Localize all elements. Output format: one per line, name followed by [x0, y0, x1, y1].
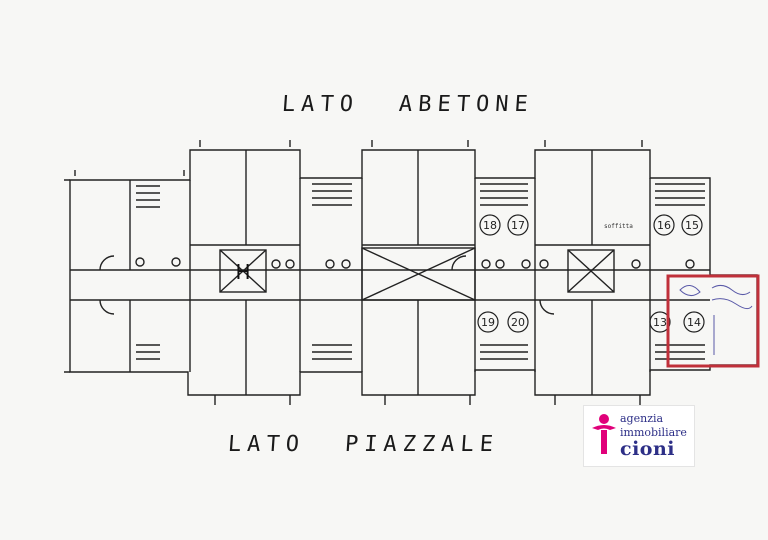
logo-line3: cioni: [620, 438, 675, 460]
unit-label: 17: [511, 219, 525, 232]
label-lato-piazzale: LATO PIAZZALE: [227, 432, 500, 457]
unit-label: 19: [481, 316, 495, 329]
logo-line1: agenzia: [620, 412, 664, 425]
agency-logo-icon: [592, 414, 616, 454]
label-bottom-word2: PIAZZALE: [344, 432, 500, 457]
unit-label: 14: [687, 316, 701, 329]
stair-symbol: H: [235, 260, 250, 284]
agency-logo: agenzia immobiliare cioni: [583, 405, 695, 467]
unit-label: 16: [657, 219, 671, 232]
label-bottom-word1: LATO: [227, 432, 306, 457]
unit-label: 15: [685, 219, 699, 232]
plan-small-note: soffitta: [604, 223, 633, 230]
highlight-unit-box: [666, 274, 760, 368]
unit-label: 18: [483, 219, 497, 232]
logo-line2: immobiliare: [620, 426, 687, 439]
unit-label: 20: [511, 316, 525, 329]
unit-label: 13: [653, 316, 667, 329]
